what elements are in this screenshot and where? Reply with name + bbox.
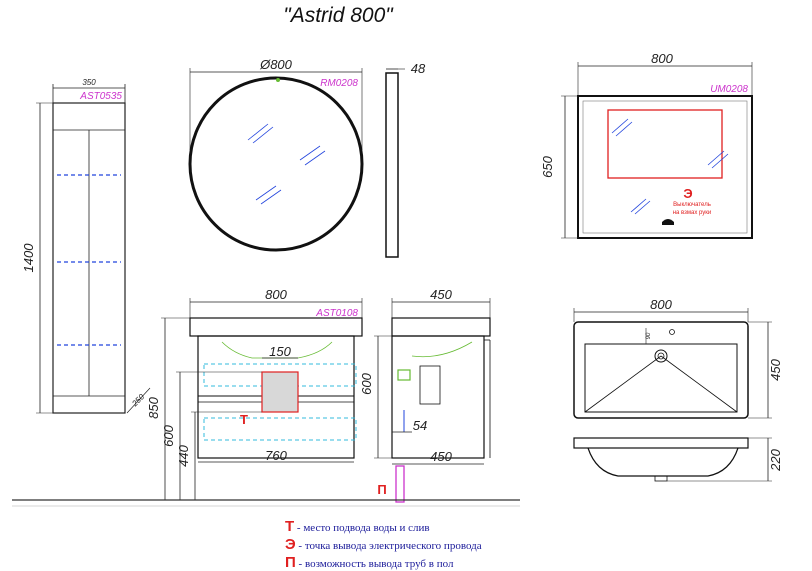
vanity-zone-width: 150: [269, 344, 291, 359]
vanity-600-label: 600: [161, 424, 176, 446]
basin-top-view: 800 90 450: [573, 297, 783, 419]
rect-mirror-height: 650: [540, 155, 555, 177]
vanity-inner-width: 760: [265, 448, 287, 463]
rect-mirror-note-line2: на взмах руки: [673, 210, 712, 216]
legend-item-floor: П - возможность вывода труб в пол: [285, 554, 453, 571]
vanity-front-view: 800 AST0108 150 Т 760 850 600 440: [146, 287, 363, 500]
side-depth-top: 450: [430, 287, 452, 302]
legend-text: - точка вывода электрического провода: [298, 540, 482, 552]
legend-text: - место подвода воды и слив: [296, 522, 430, 534]
legend-key: П: [285, 554, 296, 571]
floor-pipe-symbol: П: [377, 482, 386, 497]
legend-item-electric: Э - точка вывода электрического провода: [285, 536, 482, 553]
rect-mirror-electric-symbol: Э: [683, 186, 692, 201]
vanity-width-label: 800: [265, 287, 287, 302]
basin-width-label: 800: [650, 297, 672, 312]
vanity-overall-height: 850: [146, 396, 161, 418]
legend-item-water: Т - место подвода воды и слив: [285, 518, 430, 535]
pencil-cabinet-view: 350 AST0535 1400 250: [21, 78, 151, 414]
basin-depth-label: 450: [768, 358, 783, 380]
rect-mirror-width: 800: [651, 51, 673, 66]
rect-mirror-note-line1: Выключатель: [673, 202, 711, 208]
basin-side-view: 220: [573, 437, 783, 482]
vanity-440-label: 440: [176, 444, 191, 466]
side-height-label: 600: [359, 372, 374, 394]
rect-mirror-code: UM0208: [710, 84, 748, 95]
hand-icon: [662, 219, 674, 225]
round-mirror-code: RM0208: [320, 78, 358, 89]
legend-key: Э: [285, 536, 296, 553]
round-mirror-view: Ø800 RM0208 48: [188, 57, 426, 258]
round-mirror-depth: 48: [411, 61, 426, 76]
round-mirror-diameter: Ø800: [259, 57, 293, 72]
side-54-label: 54: [413, 418, 427, 433]
drawing-title: "Astrid 800": [283, 4, 394, 27]
legend-text: - возможность вывода труб в пол: [298, 558, 454, 570]
rect-mirror-view: 800 UM0208 650 Э Выключатель на взмах ру…: [540, 51, 753, 239]
vanity-side-view: 450 54 600 450 П: [359, 287, 491, 503]
pencil-width-label: 350: [82, 78, 96, 87]
basin-small-label: 90: [646, 332, 652, 339]
vanity-code-label: AST0108: [315, 308, 358, 319]
vanity-water-symbol: Т: [240, 412, 248, 427]
pencil-height-label: 1400: [21, 243, 36, 273]
legend-key: Т: [285, 518, 295, 535]
side-depth-bottom: 450: [430, 449, 452, 464]
basin-height-label: 220: [768, 448, 783, 471]
pencil-code-label: AST0535: [79, 91, 122, 102]
